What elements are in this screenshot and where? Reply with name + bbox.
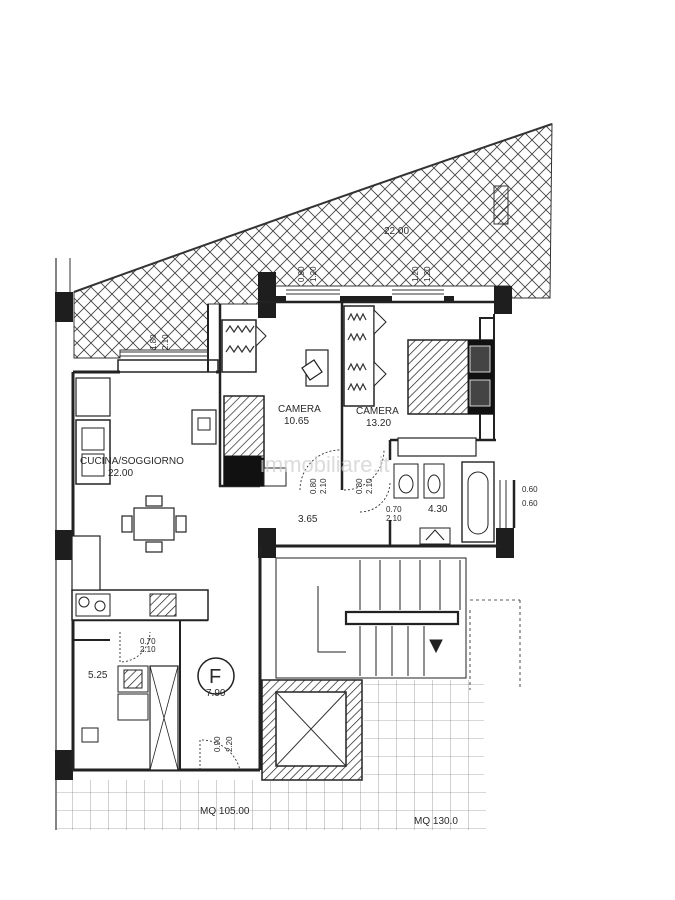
svg-text:2.20: 2.20 [225,736,234,752]
svg-text:0.70: 0.70 [140,637,156,646]
windows [120,289,507,528]
svg-text:0.70: 0.70 [386,505,402,514]
camera2-name: CAMERA [356,406,399,417]
elevator [261,679,363,781]
svg-text:2.10: 2.10 [319,478,328,494]
unit-letter: F [209,666,221,688]
desk-chair [301,349,329,387]
kitchen-counter [71,535,209,621]
dimension-labels: 1.80 2.10 0.90 1.20 1.20 1.20 0.80 2.10 … [140,266,538,752]
living-name: CUCINA/SOGGIORNO [80,456,184,467]
svg-text:2.10: 2.10 [386,514,402,523]
terrace-edge [73,123,553,293]
camera1-name: CAMERA [278,404,321,415]
dining-table [121,495,187,553]
room-labels: CUCINA/SOGGIORNO 22.00 CAMERA 10.65 CAME… [80,226,448,699]
living-fixtures [75,377,217,485]
svg-text:2.10: 2.10 [365,478,374,494]
door-swings [119,449,391,771]
service-area: 5.25 [88,670,108,681]
overall-total: MQ 130.0 [414,816,458,827]
bath-area: 4.30 [428,504,448,515]
service-fixtures [81,665,179,771]
svg-text:1.20: 1.20 [423,266,432,282]
bathroom-fixtures [393,437,495,545]
interior-walls [71,300,516,772]
bed-double [407,339,495,415]
living-area: 22.00 [108,468,133,479]
stairwell [275,557,521,690]
ground-paving [56,780,486,830]
terrace-drain [493,185,509,225]
camera2-area: 13.20 [366,418,391,429]
svg-text:0.80: 0.80 [309,478,318,494]
landing-paving [364,680,484,780]
svg-text:1.80: 1.80 [149,334,158,350]
exterior-walls [55,272,514,780]
svg-text:0.60: 0.60 [522,499,538,508]
bed-single [223,395,287,487]
watermark: immobiliare.it [260,452,390,477]
f-room-area: 7.90 [206,688,226,699]
svg-text:1.20: 1.20 [309,266,318,282]
camera1-area: 10.65 [284,416,309,427]
apartment-total: MQ 105.00 [200,806,250,817]
svg-text:2.10: 2.10 [161,334,170,350]
svg-text:0.80: 0.80 [355,478,364,494]
svg-text:0.60: 0.60 [522,485,538,494]
hall-area: 3.65 [298,514,318,525]
terrace-area-label: 22.00 [384,226,409,237]
svg-text:2.10: 2.10 [140,645,156,654]
wardrobe-camera1 [221,319,267,373]
svg-text:0.90: 0.90 [297,266,306,282]
svg-text:1.20: 1.20 [411,266,420,282]
unit-marker-circle [197,657,235,695]
wardrobe-camera2 [343,305,387,407]
svg-text:0.90: 0.90 [213,736,222,752]
